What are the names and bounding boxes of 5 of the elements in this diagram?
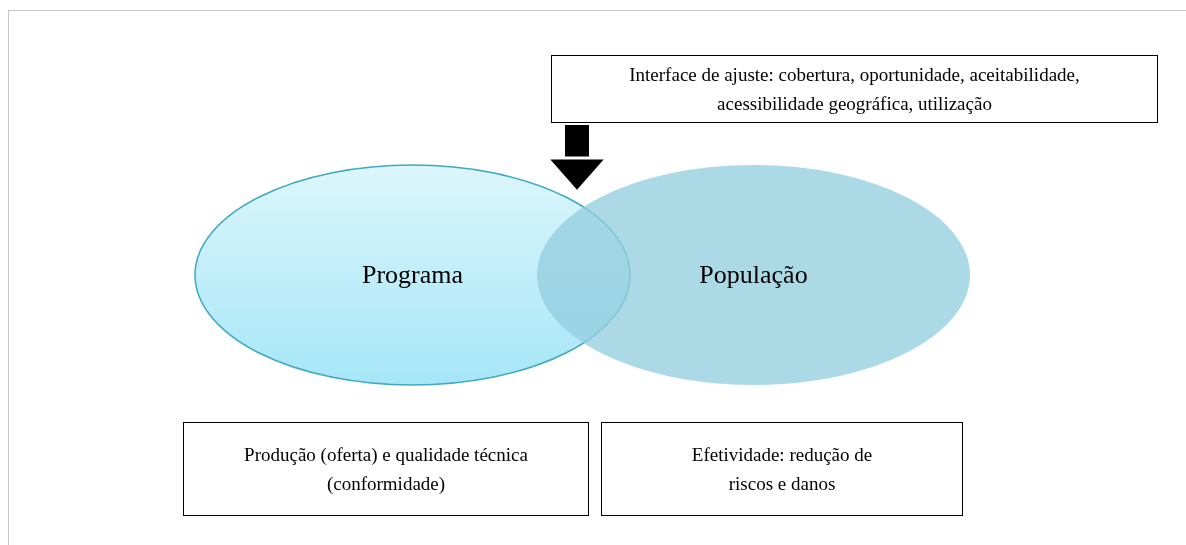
ellipse-label: Programa — [361, 260, 464, 290]
ellipse-label: População — [699, 260, 808, 290]
text-box: Produção (oferta) e qualidade técnica (conformidade) — [183, 422, 589, 516]
text-box: Efetividade: redução de riscos e danos — [601, 422, 963, 516]
text-box: Interface de ajuste: cobertura, oportunidade, aceitabilidade, acessibilidade geográfica, utilização — [551, 55, 1158, 123]
